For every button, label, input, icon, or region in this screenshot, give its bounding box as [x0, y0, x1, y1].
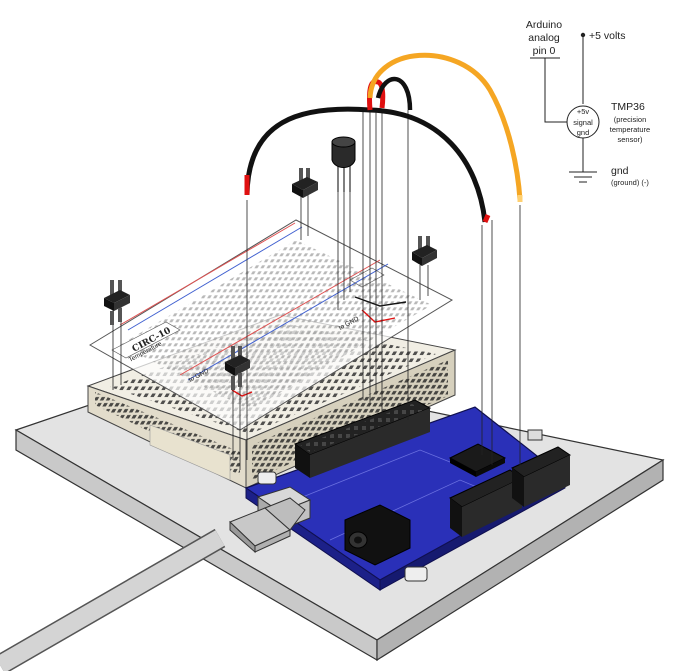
header-power: [449, 469, 524, 537]
gnd-desc: (ground) (-): [611, 178, 649, 187]
part-desc-3: sensor): [617, 135, 643, 144]
wire-black-long: [244, 106, 488, 223]
ground-icon: [569, 171, 597, 183]
guide-lines: [112, 110, 521, 470]
arduino-label-3: pin 0: [533, 45, 556, 57]
pin-mid-label: signal: [573, 118, 593, 127]
arduino-label-2: analog: [528, 32, 560, 44]
arduino-label-1: Arduino: [526, 19, 562, 31]
atmega-chip: [448, 443, 507, 477]
arduino-board: [244, 399, 572, 591]
part-name: TMP36: [611, 101, 645, 113]
wire-orange: [367, 52, 523, 201]
jumper-wires: [244, 52, 523, 223]
power-jack: [344, 504, 411, 566]
pin-top-label: +5v: [577, 107, 590, 116]
schematic: Arduino analog pin 0 +5 volts +5v signal…: [526, 19, 650, 187]
header-pin-front: [225, 346, 250, 390]
header-analog: [511, 446, 572, 507]
supply-label: +5 volts: [589, 30, 625, 42]
header-pin-left: [104, 280, 130, 325]
usb-cable: [0, 497, 306, 671]
part-desc-1: (precision: [614, 115, 647, 124]
reset-button: [527, 429, 543, 441]
circuit-sheet: CIRC-10 Temperature to GND to GND: [89, 219, 454, 431]
header-pin-top: [292, 168, 318, 198]
gnd-label: gnd: [611, 165, 629, 177]
part-desc-2: temperature: [610, 125, 650, 134]
header-digital: [293, 399, 432, 478]
pin-bot-label: gnd: [577, 128, 590, 137]
tmp36-sensor: [331, 136, 356, 192]
wire-black-short: [375, 76, 413, 111]
header-pin-right: [412, 236, 437, 266]
